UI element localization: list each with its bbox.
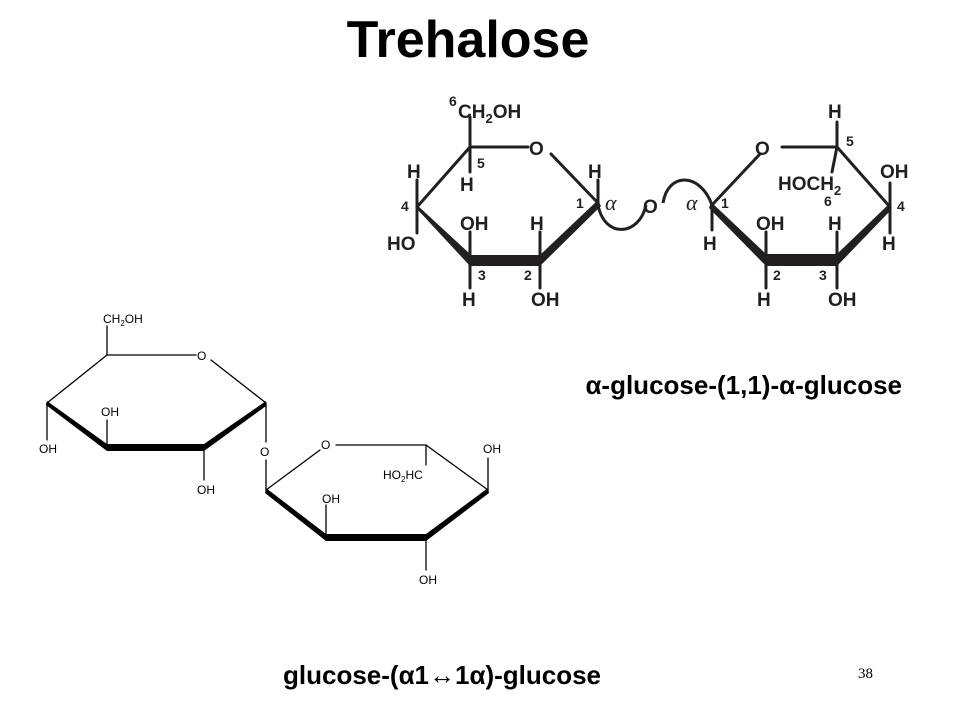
bottom-ho2hc-label: HO2HC (383, 468, 423, 484)
right-c3-number: 3 (819, 267, 827, 283)
alpha-label-right: α (686, 190, 698, 215)
right-c3-oh: OH (828, 290, 857, 311)
bottom-line-structure: CH2OH O OH OH OH O O HO2HC OH OH OH (39, 312, 501, 587)
bottom-ch2oh-label: CH2OH (103, 312, 143, 328)
bottom-left-ring-oxygen: O (197, 349, 206, 363)
top-left-ring-wedge (417, 205, 470, 266)
right-c4-number: 4 (897, 198, 905, 214)
left-c3-number: 3 (478, 267, 486, 283)
top-right-ring-bold-edge (709, 202, 837, 266)
bottom-left-oh-1: OH (101, 405, 119, 419)
linkage-caption-top: α-glucose-(1,1)-α-glucose (585, 370, 902, 400)
right-c2-number: 2 (773, 267, 781, 283)
right-c4-oh: OH (880, 162, 909, 183)
left-c5-h: H (460, 175, 474, 196)
right-ring-oxygen: O (755, 139, 770, 160)
bottom-left-oh-2: OH (39, 442, 57, 456)
right-c1-h: H (703, 234, 717, 255)
bottom-right-oh-3: OH (419, 573, 437, 587)
alpha-label-left: α (605, 190, 617, 215)
linkage-caption-bottom: glucose-(α1↔1α)-glucose (283, 660, 602, 690)
right-c1-number: 1 (721, 195, 729, 211)
left-c3-h: H (462, 290, 476, 311)
bottom-left-oh-3: OH (197, 483, 215, 497)
right-c2-oh: OH (756, 214, 785, 235)
left-c4-number: 4 (401, 198, 409, 214)
right-c5-number: 5 (846, 133, 854, 149)
bottom-left-ring-bold-edge (46, 401, 266, 451)
bottom-left-ring-bonds (46, 325, 267, 491)
glycosidic-bond-curve (596, 178, 714, 231)
top-left-ring-bold-edge (470, 200, 601, 266)
right-c2-h: H (757, 290, 771, 311)
left-c4-h: H (407, 162, 421, 183)
left-c4-ho: HO (387, 234, 416, 255)
left-c2-h: H (530, 214, 544, 235)
slide-number: 38 (858, 666, 873, 682)
left-ch2oh-label: CH2OH (458, 102, 521, 126)
slide-title: Trehalose (346, 11, 590, 69)
bottom-right-oh-2: OH (322, 492, 340, 506)
bottom-right-ring-bold-edge (265, 488, 489, 541)
bottom-right-ring-oxygen: O (321, 438, 330, 452)
left-c3-oh: OH (460, 214, 489, 235)
right-c5-h: H (828, 102, 842, 123)
right-hoch2-label: HOCH2 (778, 174, 841, 198)
bottom-bridge-oxygen: O (260, 445, 269, 459)
right-c6-number: 6 (824, 193, 832, 209)
left-c5-number: 5 (477, 155, 485, 171)
left-c2-number: 2 (524, 267, 532, 283)
bottom-right-oh-1: OH (483, 442, 501, 456)
left-ring-oxygen: O (529, 139, 544, 160)
right-c4-h: H (882, 234, 896, 255)
top-haworth-structure: O α α 6 CH2OH O 5 1 4 3 2 H H H HO OH H … (387, 93, 909, 311)
bottom-right-ring-bonds (265, 444, 489, 571)
left-c6-number: 6 (449, 93, 457, 109)
right-c3-h: H (828, 214, 842, 235)
left-c2-oh: OH (531, 290, 560, 311)
top-right-ring-wedge (837, 204, 891, 266)
left-c1-h: H (588, 162, 602, 183)
left-c1-number: 1 (576, 195, 584, 211)
bridge-oxygen: O (643, 197, 658, 218)
